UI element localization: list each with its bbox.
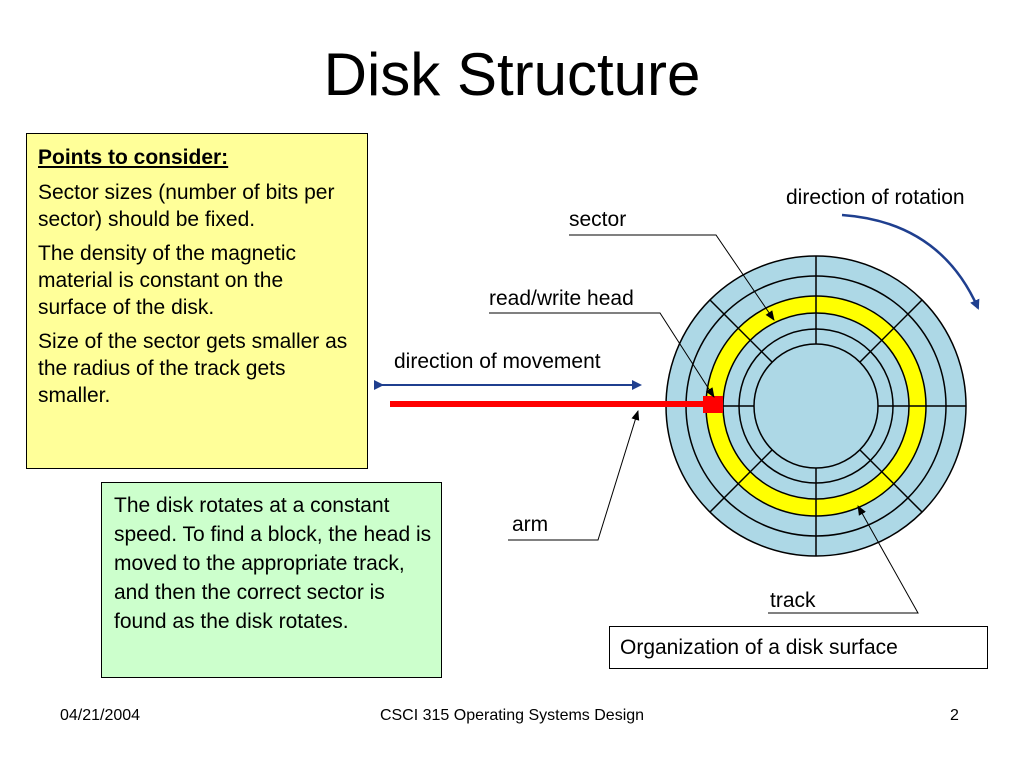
points-heading: Points to consider: [38, 146, 229, 169]
point-density: The density of the magnetic material is … [38, 242, 296, 319]
track-leader [768, 505, 919, 614]
arm-label: arm [512, 513, 549, 536]
track-label: track [770, 589, 816, 612]
slide-title: Disk Structure [323, 41, 701, 108]
sector-label: sector [569, 208, 627, 231]
disk-inner-hub [753, 343, 879, 469]
direction-of-rotation-label: direction of rotation [786, 186, 965, 209]
read-write-head [703, 396, 723, 413]
point-sector-shrink: Size of the sector gets smaller as the r… [38, 330, 348, 407]
direction-of-movement-label: direction of movement [394, 350, 601, 373]
read-write-head-label: read/write head [489, 287, 634, 310]
head-leader [489, 312, 715, 398]
rotation-arrow [841, 213, 980, 310]
footer-page-number: 2 [950, 707, 959, 724]
sector-leader [569, 234, 775, 321]
points-to-consider-box: Points to consider: Sector sizes (number… [26, 133, 368, 469]
diagram-caption: Organization of a disk surface [609, 626, 988, 669]
disk-rotation-box: The disk rotates at a constant speed. To… [101, 482, 442, 678]
footer-course: CSCI 315 Operating Systems Design [379, 707, 645, 724]
footer-date: 04/21/2004 [60, 707, 141, 724]
arm-leader [508, 410, 640, 541]
disk-rotation-text: The disk rotates at a constant speed. To… [114, 494, 432, 633]
point-sector-size: Sector sizes (number of bits per sector)… [38, 181, 335, 231]
